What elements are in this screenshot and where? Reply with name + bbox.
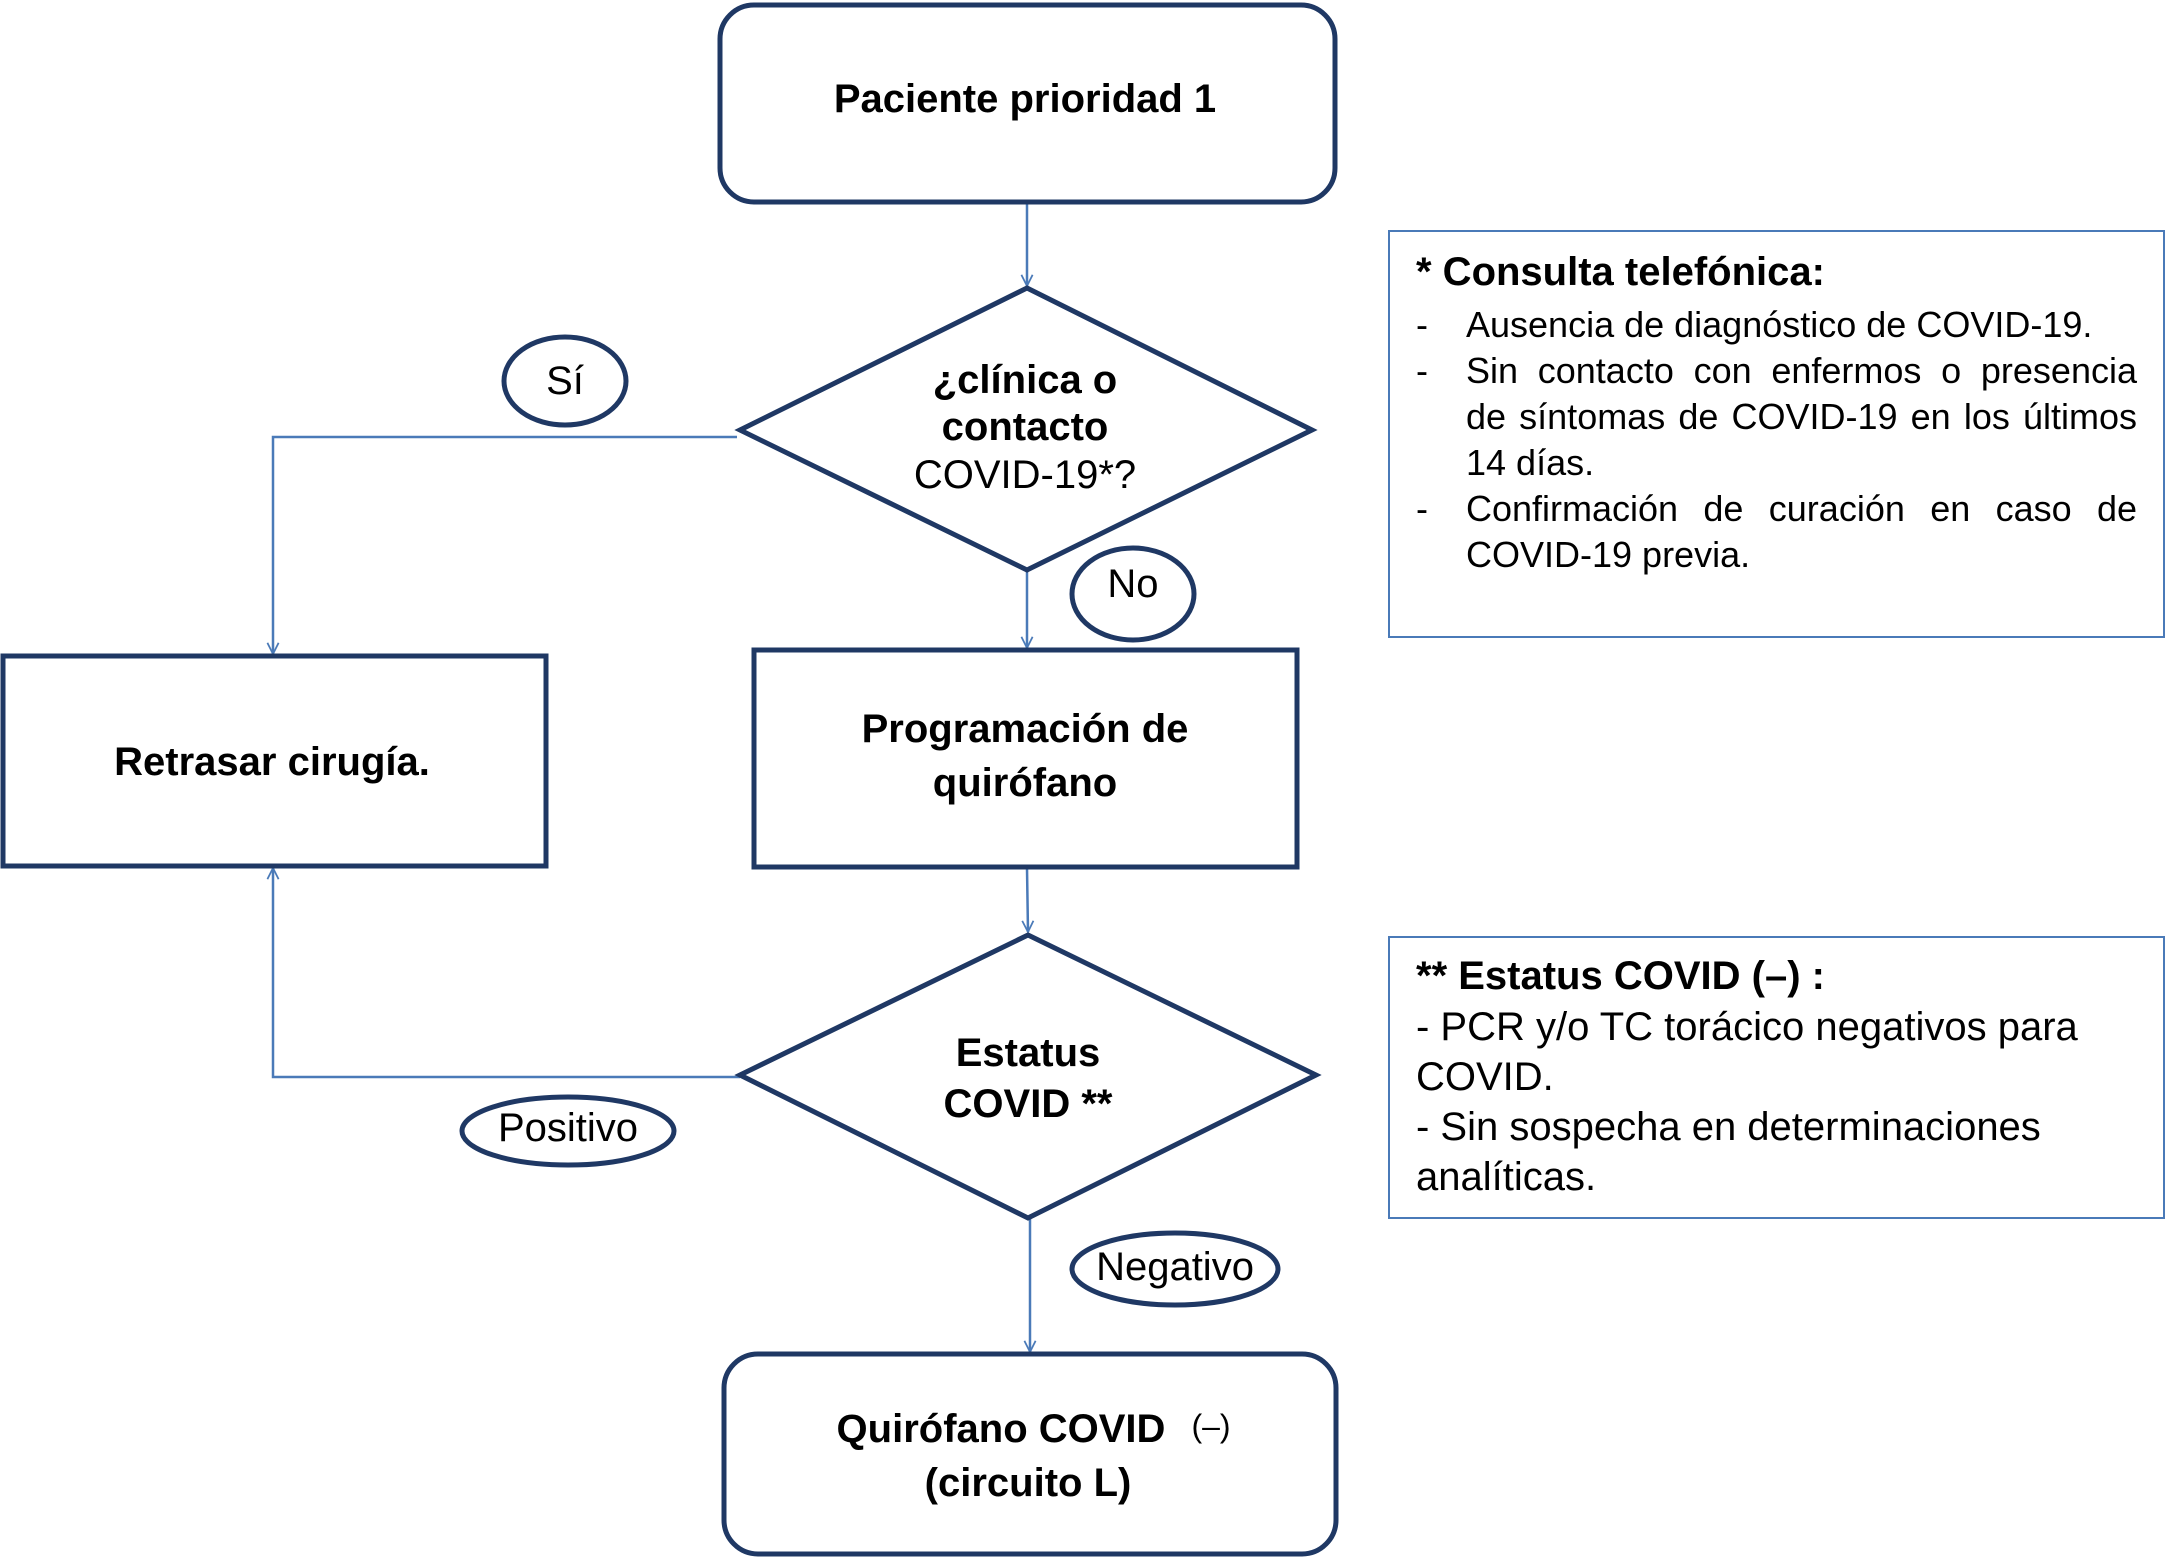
covid-status-line: - PCR y/o TC torácico negativos para COV… bbox=[1416, 1005, 2078, 1099]
decision2-line-2: COVID ** bbox=[944, 1082, 1113, 1126]
label-no-bubble bbox=[1069, 545, 1197, 643]
label-positive: Positivo bbox=[498, 1106, 638, 1150]
end-line-2: (circuito L) bbox=[925, 1461, 1132, 1505]
covid-status-title: ** Estatus COVID (–) : bbox=[1416, 954, 1825, 998]
decision1-line-2: contacto bbox=[942, 405, 1109, 449]
decision1-line-3: COVID-19*? bbox=[914, 453, 1136, 497]
schedule-line-1: Programación de bbox=[862, 707, 1189, 751]
schedule-operating-room-node bbox=[751, 647, 1300, 870]
label-no: No bbox=[1107, 562, 1158, 606]
schedule-line-2: quirófano bbox=[933, 761, 1117, 805]
decision-clinic-contact bbox=[734, 285, 1318, 573]
start-node-label: Paciente prioridad 1 bbox=[834, 77, 1216, 121]
covid-status-line: - Sin sospecha en determinaciones analít… bbox=[1416, 1105, 2041, 1199]
delay-surgery-node bbox=[0, 653, 549, 869]
label-positive-bubble bbox=[459, 1094, 677, 1168]
phone-consultation-note: * Consulta telefónica: Ausencia de diagn… bbox=[1388, 230, 2165, 638]
start-node bbox=[717, 2, 1338, 205]
phone-consultation-title: * Consulta telefónica: bbox=[1416, 250, 1825, 294]
label-yes: Sí bbox=[546, 359, 584, 403]
connector-decision1-to-delay bbox=[273, 435, 737, 654]
decision2-line-1: Estatus bbox=[956, 1031, 1101, 1075]
connector-decision2-to-delay bbox=[273, 868, 740, 1079]
phone-consultation-item: Sin contacto con enfermos o presencia de… bbox=[1416, 348, 2137, 486]
covid-status-note: ** Estatus COVID (–) : - PCR y/o TC torá… bbox=[1388, 936, 2165, 1219]
end-line-1: Quirófano COVID bbox=[837, 1407, 1166, 1451]
covid-negative-or-node bbox=[721, 1351, 1339, 1557]
label-yes-bubble bbox=[501, 334, 629, 428]
connector-schedule-to-decision2 bbox=[1027, 867, 1028, 932]
label-negative: Negativo bbox=[1096, 1245, 1254, 1289]
delay-surgery-label: Retrasar cirugía. bbox=[114, 740, 430, 784]
phone-consultation-item: Ausencia de diagnóstico de COVID-19. bbox=[1416, 302, 2137, 348]
phone-consultation-item: Confirmación de curación en caso de COVI… bbox=[1416, 486, 2137, 578]
phone-consultation-list: Ausencia de diagnóstico de COVID-19. Sin… bbox=[1416, 302, 2137, 578]
decision-covid-status bbox=[734, 932, 1322, 1221]
end-line-1-suffix: (–) bbox=[1191, 1408, 1230, 1444]
label-negative-bubble bbox=[1069, 1230, 1281, 1308]
decision1-line-1: ¿clínica o bbox=[933, 358, 1118, 402]
